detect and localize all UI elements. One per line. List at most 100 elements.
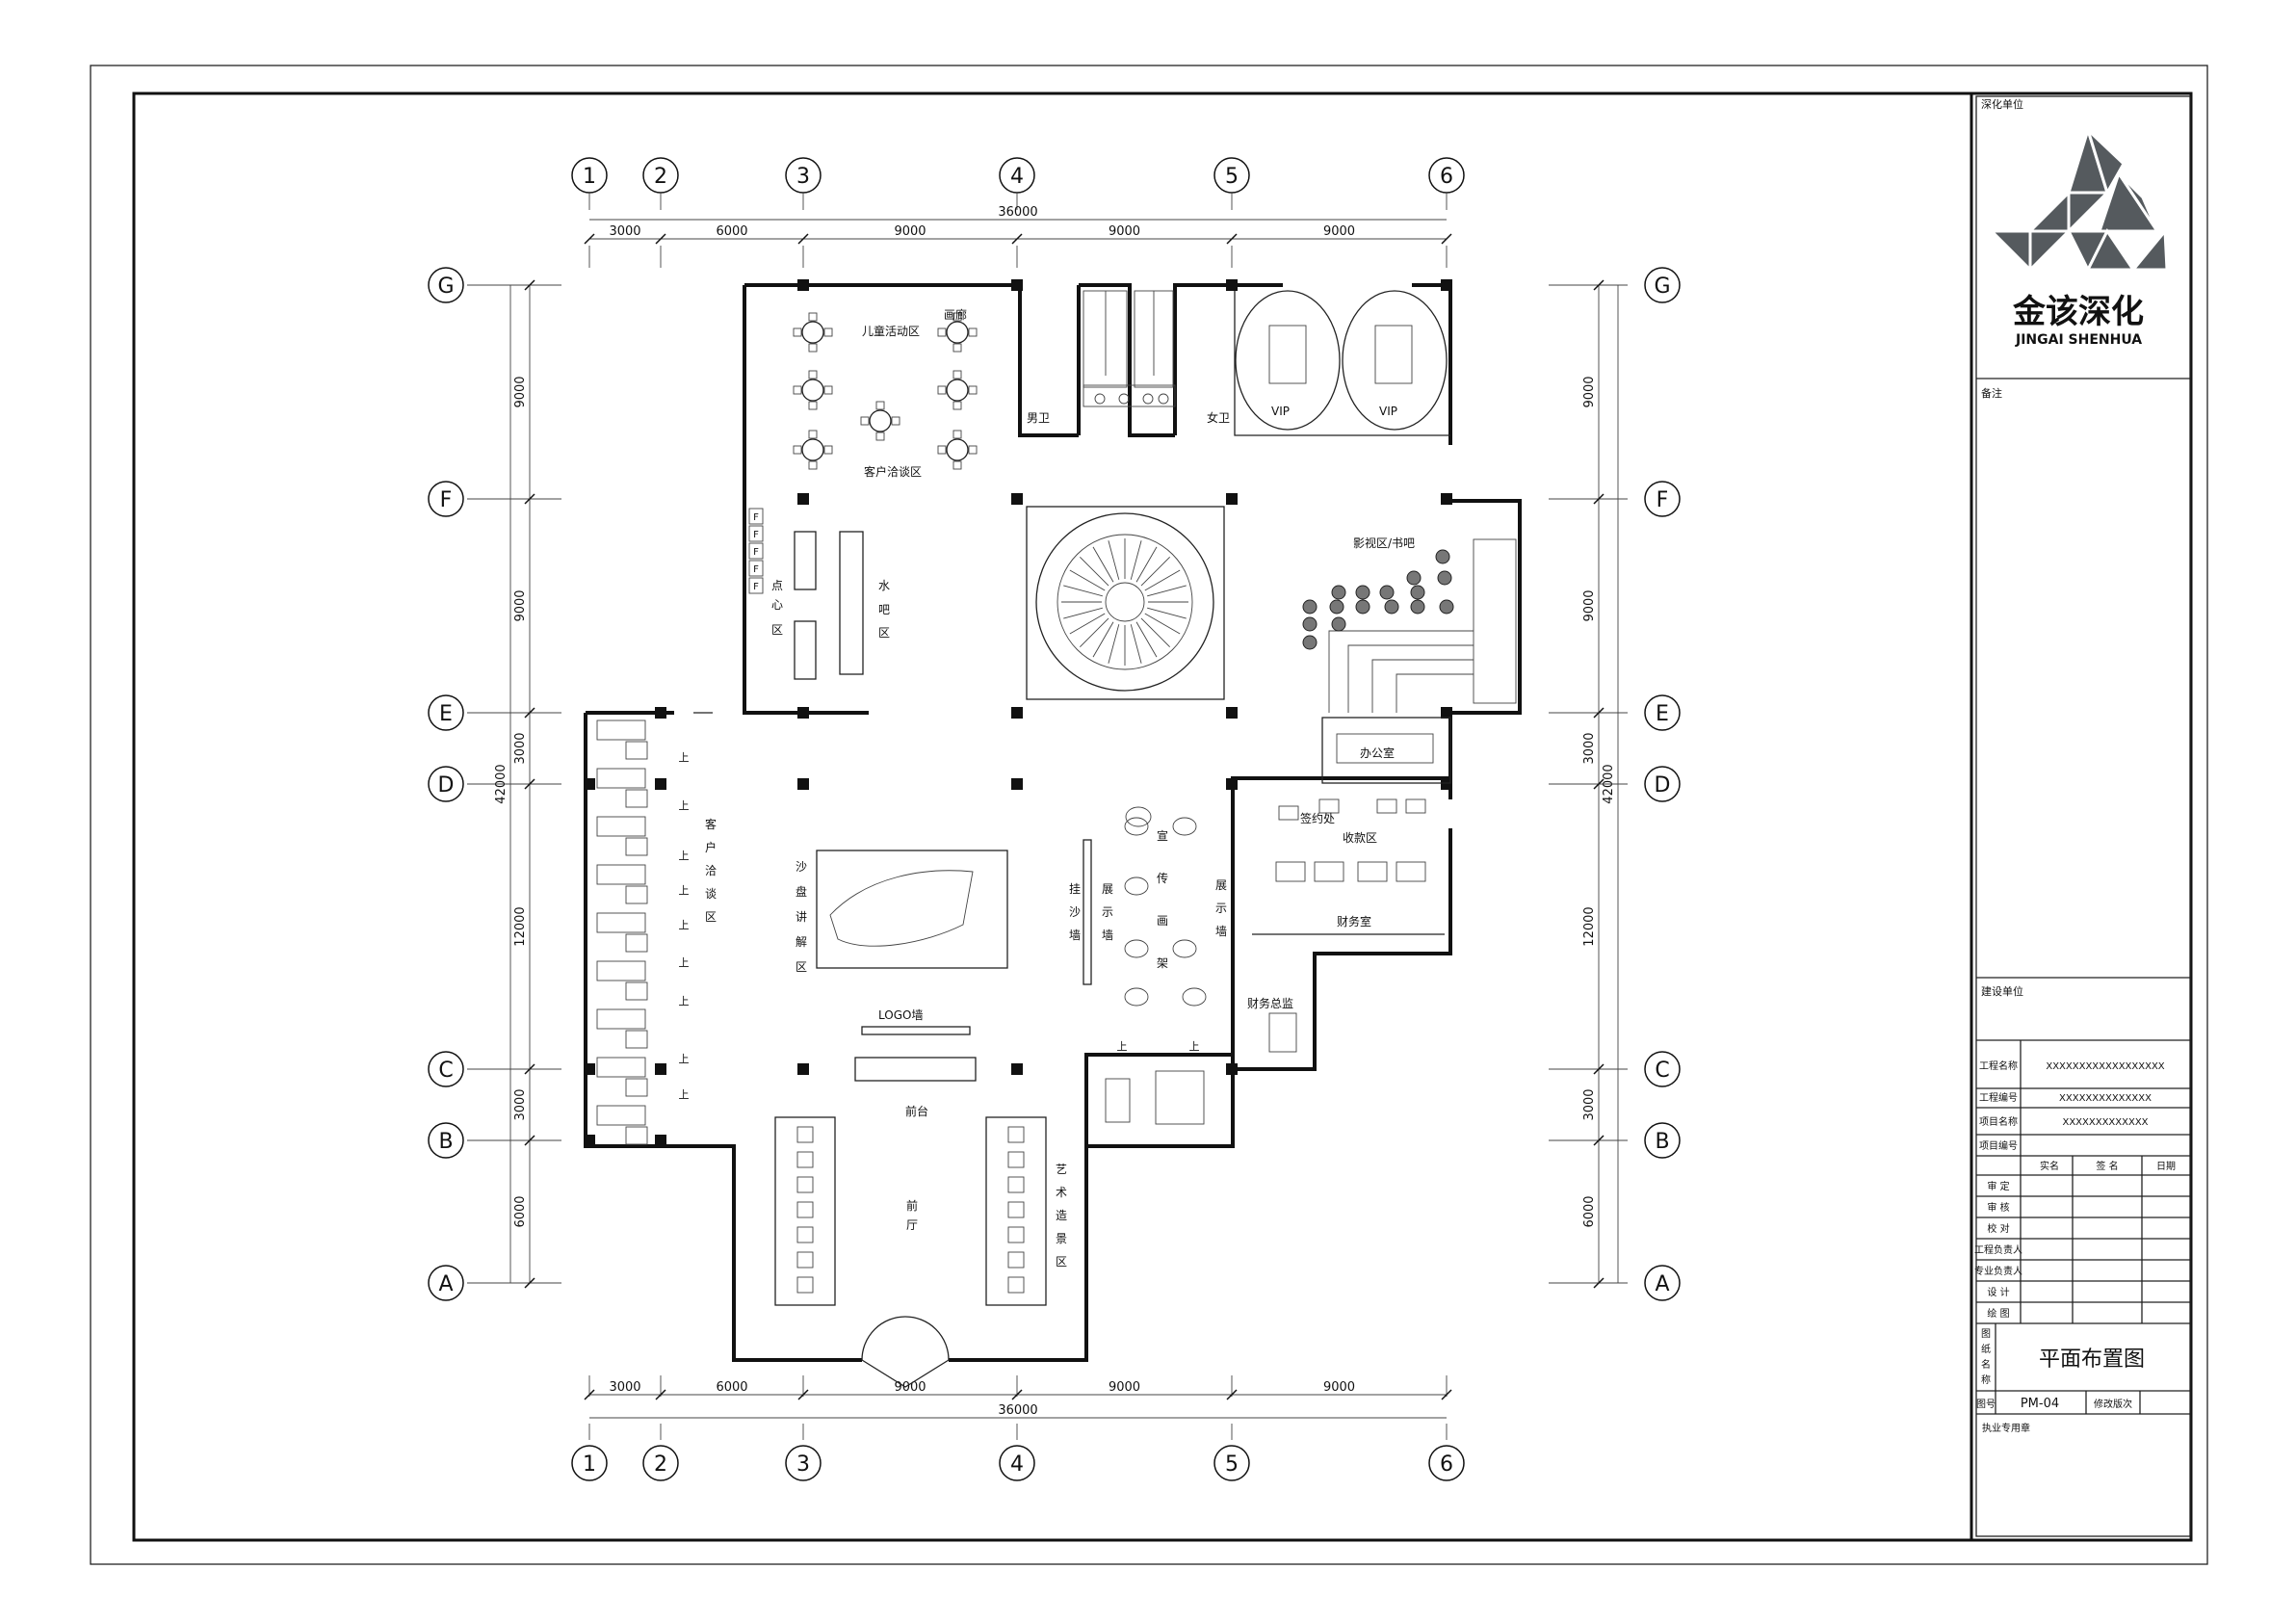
label-talk-left-1: 户 (705, 840, 717, 854)
food-shelf-1: F (753, 530, 759, 540)
label-display-left-2: 墙 (1102, 929, 1113, 942)
tb-logo-cn: 金该深化 (2012, 293, 2144, 331)
top-grid-4: 4 (1010, 165, 1024, 189)
bottom-grid-2: 2 (654, 1452, 667, 1477)
stair-up-mark-8: 上 (679, 1088, 690, 1101)
label-finance: 财务室 (1337, 914, 1371, 929)
label-logo-wall: LOGO墙 (878, 1008, 923, 1022)
dim-row-2-right: 3000 (1582, 732, 1597, 764)
bottom-grid-5: 5 (1225, 1452, 1239, 1477)
label-talk-left-3: 谈 (705, 887, 717, 901)
dim-row-0-left: 9000 (513, 376, 528, 407)
tb-role-0: 审 定 (1987, 1180, 2009, 1192)
tb-design-unit: 深化单位 (1981, 97, 2023, 111)
stair-up-mark-1: 上 (679, 799, 690, 812)
dim-row-5-left: 6000 (513, 1195, 528, 1227)
left-grid-D: D (438, 773, 455, 798)
stair-up-mark-r1: 上 (1117, 1040, 1128, 1053)
label-kids: 儿童活动区 (862, 324, 920, 338)
label-signing: 签约处 (1300, 811, 1335, 825)
stair-up-mark-6: 上 (679, 995, 690, 1007)
right-grid-C: C (1655, 1059, 1669, 1083)
tb-project-name: XXXXXXXXXXXXXXXXXX (2046, 1061, 2164, 1072)
structural-columns (584, 279, 1452, 1146)
label-corridor: 画廊 (944, 307, 967, 322)
tb-item-name-label: 项目名称 (1979, 1115, 2018, 1128)
dim-col-4-top: 9000 (1323, 224, 1355, 239)
label-bar-1: 水 (878, 579, 890, 592)
top-grid-1: 1 (583, 165, 596, 189)
label-bar-3: 区 (878, 626, 890, 640)
food-shelf-4: F (753, 582, 759, 592)
walls (584, 283, 1522, 1362)
label-display-right-2: 墙 (1215, 925, 1227, 938)
right-grid-D: D (1655, 773, 1671, 798)
tb-col-real: 实名 (2040, 1160, 2059, 1172)
bottom-grid-3: 3 (796, 1452, 810, 1477)
tb-remarks: 备注 (1981, 386, 2002, 400)
label-talk-left-2: 洽 (705, 864, 717, 877)
tb-role-5: 设 计 (1987, 1286, 2009, 1298)
stair-up-mark-r2: 上 (1189, 1040, 1200, 1053)
tb-revision-label: 修改版次 (2094, 1398, 2132, 1410)
tb-drawing-name-label-3: 称 (1981, 1373, 1991, 1386)
label-model-4: 区 (796, 960, 807, 974)
label-vip-1: VIP (1271, 405, 1290, 418)
tb-role-2: 校 对 (1987, 1222, 2009, 1235)
left-grid-G: G (437, 275, 454, 299)
label-female-wc: 女卫 (1207, 410, 1230, 425)
room-labels: 儿童活动区 画廊 客户洽谈区 男卫 女卫 VIP VIP 点 心 区 水 吧 区… (679, 307, 1416, 1269)
dim-total-height-left: 42000 (494, 764, 509, 803)
label-display-left-1: 示 (1102, 905, 1113, 919)
tb-drawing-name-label-1: 纸 (1981, 1343, 1991, 1355)
right-grid-E: E (1656, 702, 1669, 726)
dim-row-0-right: 9000 (1582, 376, 1597, 407)
label-art-0: 艺 (1056, 1163, 1067, 1176)
label-promo-1: 传 (1157, 871, 1168, 885)
right-grid-G: G (1654, 275, 1670, 299)
dim-col-2-bottom: 9000 (894, 1380, 926, 1395)
dim-row-4-left: 3000 (513, 1088, 528, 1120)
right-grid-B: B (1655, 1130, 1669, 1154)
label-art-1: 术 (1056, 1186, 1067, 1199)
tb-item-code-label: 项目编号 (1979, 1139, 2018, 1152)
dim-total-width-bottom: 36000 (998, 1403, 1037, 1418)
grid-lines (467, 246, 1628, 1397)
stair-up-mark-7: 上 (679, 1053, 690, 1065)
food-shelf-0: F (753, 512, 759, 523)
tb-stamp: 执业专用章 (1982, 1422, 2030, 1434)
bottom-grid-4: 4 (1010, 1452, 1024, 1477)
company-logo (1988, 124, 2169, 274)
dim-total-width-top: 36000 (998, 205, 1037, 220)
dim-row-2-left: 3000 (513, 732, 528, 764)
label-client-talk-top: 客户洽谈区 (864, 464, 922, 479)
tb-drawing-name-label-0: 图 (1981, 1328, 1991, 1340)
dim-col-2-top: 9000 (894, 224, 926, 239)
stair-up-mark-0: 上 (679, 751, 690, 764)
stair-up-mark-5: 上 (679, 956, 690, 969)
label-office: 办公室 (1360, 746, 1395, 760)
dim-row-5-right: 6000 (1582, 1195, 1597, 1227)
tb-col-date: 日期 (2156, 1161, 2176, 1172)
dim-row-3-right: 12000 (1582, 906, 1597, 946)
top-grid-5: 5 (1225, 165, 1239, 189)
dim-row-1-right: 9000 (1582, 589, 1597, 621)
dim-col-0-top: 3000 (609, 224, 640, 239)
tb-drawing-name-label-2: 名 (1981, 1358, 1991, 1371)
label-lobby-1: 前 (906, 1198, 918, 1213)
left-grid-F: F (440, 488, 453, 512)
dim-col-4-bottom: 9000 (1323, 1380, 1355, 1395)
stair-up-mark-2: 上 (679, 850, 690, 862)
dim-total-height-right: 42000 (1602, 764, 1616, 803)
label-model-2: 讲 (796, 909, 807, 924)
tb-drawing-name: 平面布置图 (2039, 1347, 2145, 1372)
label-display-right-0: 展 (1215, 878, 1227, 892)
dim-col-0-bottom: 3000 (609, 1380, 640, 1395)
top-grid-6: 6 (1440, 165, 1453, 189)
label-art-3: 景 (1056, 1232, 1067, 1245)
tb-project-name-label: 工程名称 (1979, 1060, 2018, 1072)
label-snack-1: 点 (771, 579, 783, 592)
